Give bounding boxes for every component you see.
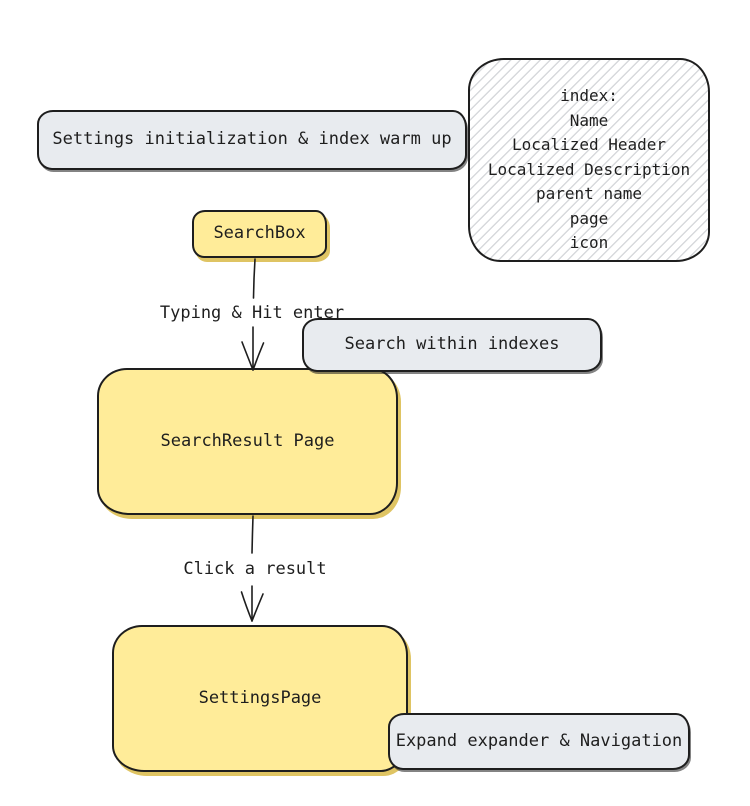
index-note-line: Name <box>569 110 609 130</box>
node-searchbox: SearchBox <box>192 210 327 258</box>
index-note-line: page <box>569 208 609 228</box>
node-settings-warmup: Settings initialization & index warm up <box>37 110 467 170</box>
node-expand-navigation: Expand expander & Navigation <box>388 713 690 770</box>
node-index-note: index: Name Localized Header Localized D… <box>468 58 710 262</box>
node-searchresult-page-label: SearchResult Page <box>160 430 335 451</box>
node-settingspage: SettingsPage <box>112 625 408 772</box>
index-note-line: icon <box>569 233 609 252</box>
edge-label-typing-hit-enter: Typing & Hit enter <box>159 303 345 323</box>
node-settingspage-label: SettingsPage <box>198 687 322 708</box>
index-note-line: Localized Description <box>487 159 691 179</box>
index-note-line: parent name <box>536 184 642 203</box>
node-searchresult-page: SearchResult Page <box>97 368 398 515</box>
node-searchbox-label: SearchBox <box>213 223 306 244</box>
index-note-line: Localized Header <box>511 135 667 154</box>
node-search-within-indexes-label: Search within indexes <box>344 334 560 355</box>
index-note-line: index: <box>560 86 618 105</box>
node-search-within-indexes: Search within indexes <box>302 318 602 372</box>
node-settings-warmup-label: Settings initialization & index warm up <box>52 129 452 150</box>
node-expand-navigation-label: Expand expander & Navigation <box>395 730 683 751</box>
edge-label-click-a-result: Click a result <box>183 559 327 579</box>
